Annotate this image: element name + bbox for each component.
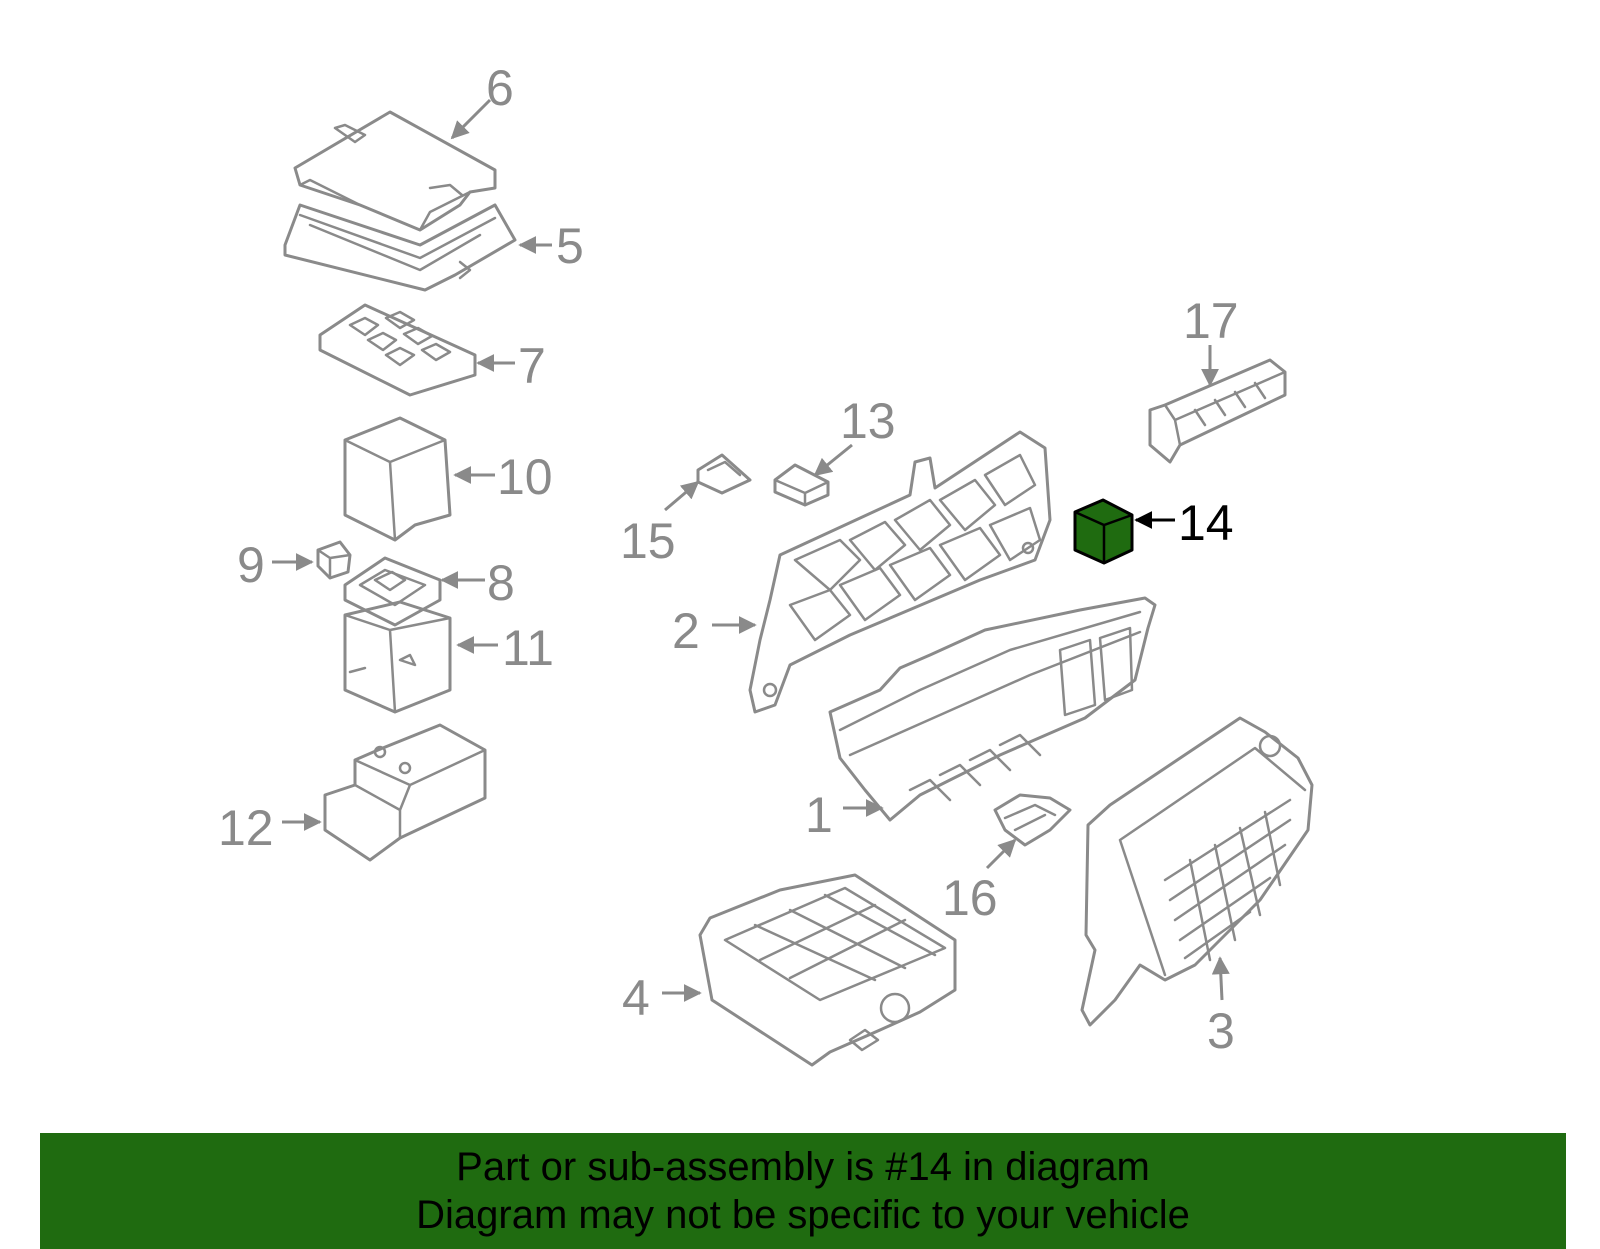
banner-line-disclaimer: Diagram may not be specific to your vehi… [416, 1193, 1190, 1237]
callout-9: 9 [237, 537, 265, 593]
callout-12: 12 [218, 800, 274, 856]
callout-1: 1 [805, 787, 833, 843]
part-6-cover[interactable] [293, 110, 497, 232]
part-17-fuse-strip[interactable] [1148, 358, 1287, 464]
callout-14: 14 [1178, 495, 1234, 551]
part-10-box-cover[interactable] [343, 416, 452, 542]
part-15-clip[interactable] [696, 453, 752, 495]
part-1-fuse-box[interactable] [828, 596, 1157, 822]
callout-3: 3 [1207, 1003, 1235, 1059]
part-9-small-relay[interactable] [316, 540, 352, 580]
callout-17: 17 [1183, 293, 1239, 349]
info-banner: Part or sub-assembly is #14 in diagram D… [40, 1133, 1566, 1249]
callout-2: 2 [672, 603, 700, 659]
callout-7: 7 [518, 338, 546, 394]
callout-10: 10 [497, 449, 553, 505]
part-14-relay-highlighted[interactable] [1073, 498, 1134, 565]
part-3-housing-cover[interactable] [1080, 716, 1314, 1027]
part-8-relay-holder[interactable] [343, 556, 442, 627]
callout-4: 4 [622, 970, 650, 1026]
part-11-relay-box[interactable] [343, 600, 452, 714]
callout-15: 15 [620, 513, 676, 569]
part-4-control-module[interactable] [698, 873, 957, 1067]
part-12-junction-block[interactable] [323, 723, 487, 862]
part-2-fuse-panel[interactable] [748, 430, 1052, 714]
callout-5: 5 [556, 218, 584, 274]
callout-13: 13 [840, 393, 896, 449]
callout-16: 16 [942, 870, 998, 926]
part-13-bracket[interactable] [773, 463, 830, 507]
banner-line-part: Part or sub-assembly is #14 in diagram [456, 1145, 1150, 1189]
callout-11: 11 [502, 620, 554, 676]
part-5-base[interactable] [283, 203, 517, 292]
callout-8: 8 [487, 555, 515, 611]
part-16-clip[interactable] [993, 793, 1072, 847]
callout-6: 6 [486, 60, 514, 116]
part-7-relay-plate[interactable] [318, 303, 477, 397]
